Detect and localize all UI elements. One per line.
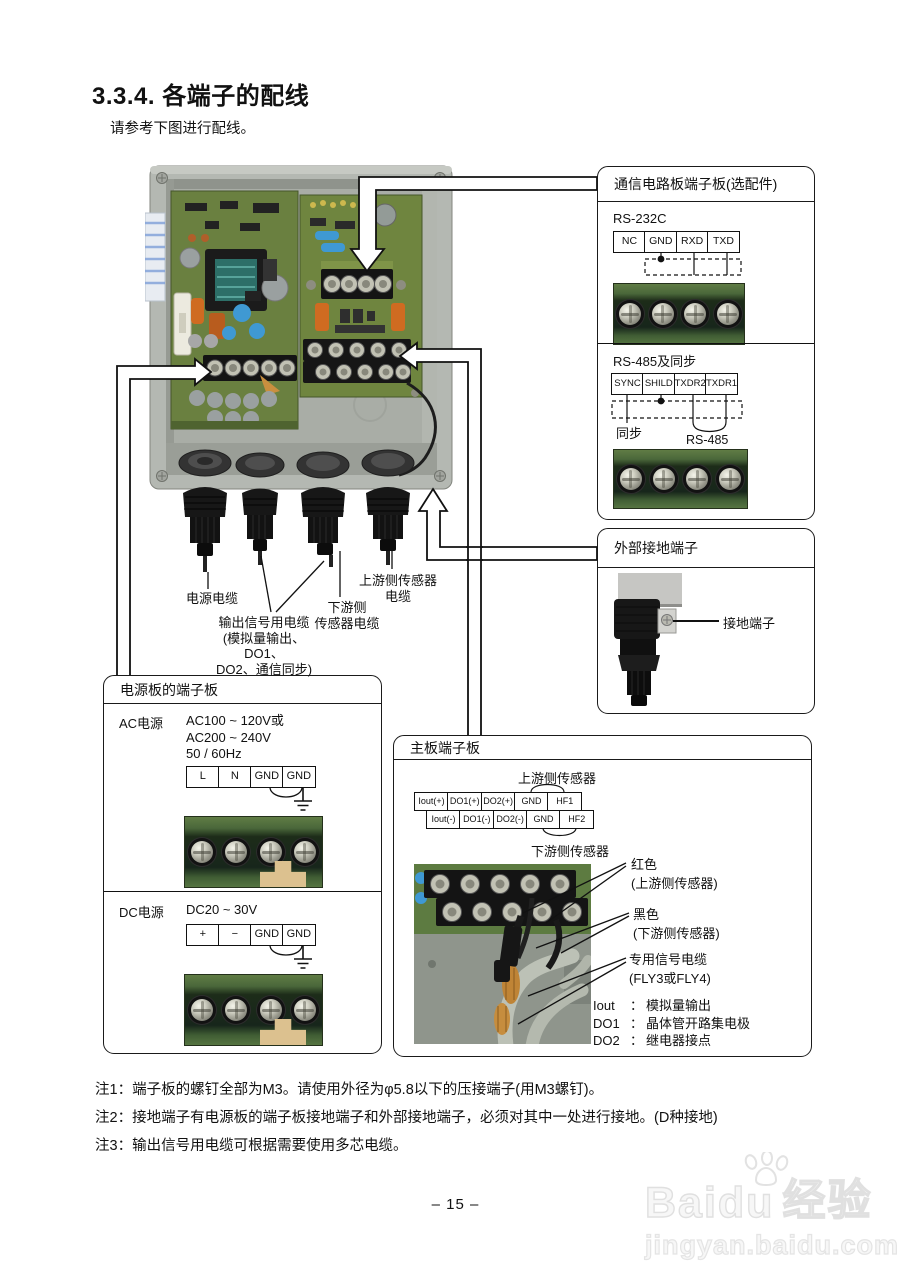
dc-power-label: DC电源 [119,905,164,920]
page-number: – 15 – [431,1196,480,1213]
red-wire-label: 红色 (上游侧传感器) [631,857,718,891]
terminal-cell: L [186,766,220,788]
ac-power-label: AC电源 [119,716,164,731]
black-wire-label: 黑色 (下游侧传感器) [633,907,720,941]
comm-terminal-screws [323,275,392,293]
rs232-wiring-diagram [644,253,742,276]
upstream-arc [530,783,565,792]
terminal-cell: + [186,924,220,946]
downstream-arc [542,828,577,837]
power-terminal-screws [206,359,296,377]
ground-terminal-photo [614,573,682,706]
ground-terminal-panel: 外部接地端子 接地端子 [597,528,815,714]
terminal-cell: DO1(+) [447,792,483,811]
main-terminal-panel: 主板端子板 上游侧传感器 Iout(+) DO1(+) DO2(+) GND H… [393,735,812,1057]
ac-terminal-photo [184,816,323,888]
terminal-cell: TXD [706,231,740,253]
terminal-cell: SYNC [611,373,644,395]
note-3: 注3：输出信号用电缆可根据需要使用多芯电缆。 [95,1138,408,1154]
rs485-terminal-row: SYNC SHILD TXDR2 TXDR1 [611,373,738,395]
baidu-watermark: Baidu 经验 jingyan.baidu.com [644,1152,900,1261]
power-pcb [170,190,299,430]
dc-terminal-photo [184,974,323,1046]
terminal-cell: GND [644,231,678,253]
cable-glands [183,487,410,572]
main-panel-title: 主板端子板 [394,736,811,760]
terminal-cell: TXDR1 [704,373,738,395]
main-pcb [299,194,423,398]
terminal-cell: TXDR2 [673,373,707,395]
notes: 注1：端子板的螺钉全部为M3。请使用外径为φ5.8以下的压接端子(用M3螺钉)。… [95,1076,718,1160]
comm-terminal-panel: 通信电路板端子板(选配件) RS-232C NC GND RXD TXD RS-… [597,166,815,520]
wire-lug [260,1019,306,1045]
upstream-sensor-label: 上游侧传感器 [518,771,597,786]
dc-terminal-row: + − GND GND [186,924,316,946]
terminal-cell: DO2(-) [492,809,528,829]
terminal-cell: GND [525,809,561,829]
terminal-cell: HF1 [547,792,583,811]
legend: Iout ： 模拟量输出 DO1 ： 晶体管开路集电极 DO2 ： 继电器接点 [593,997,750,1050]
watermark-brand-cn: 经验 [782,1176,873,1225]
rs232-photo [613,283,745,345]
legend-row: DO1 ： 晶体管开路集电极 [593,1015,751,1031]
terminal-cell: Iout(-) [426,809,461,829]
terminal-cell: GND [282,924,316,946]
note-2: 注2：接地端子有电源板的端子板接地端子和外部接地端子，必须对其中一处进行接地。(… [95,1110,718,1126]
terminal-cell: GND [250,766,284,788]
ground-pointer-line [673,620,719,622]
ac-ground-symbol [269,788,312,811]
terminal-cell: DO1(-) [459,809,495,829]
rs232-label: RS-232C [613,211,667,226]
wire-lug [260,861,306,887]
terminal-cell: GND [282,766,316,788]
terminal-cell: Iout(+) [414,792,449,811]
section-title: 3.3.4. 各端子的配线 [92,83,310,110]
label-output-cable: 输出信号用电缆 (模拟量输出、DO1、 DO2、通信同步) [215,615,313,677]
terminal-cell: − [218,924,252,946]
paw-icon [744,1152,789,1186]
label-power-cable: 电源电缆 [185,591,238,606]
ac-spec: AC100 ~ 120V或 AC200 ~ 240V 50 / 60Hz [186,713,284,761]
terminal-cell: RXD [675,231,709,253]
intro-text: 请参考下图进行配线。 [110,121,255,137]
note-1: 注1：端子板的螺钉全部为M3。请使用外径为φ5.8以下的压接端子(用M3螺钉)。 [95,1082,604,1098]
rs485-group-label: RS-485 [686,433,729,447]
ground-terminal-label: 接地端子 [723,616,776,631]
power-terminal-panel: 电源板的端子板 AC电源 AC100 ~ 120V或 AC200 ~ 240V … [103,675,382,1054]
watermark-brand: Baidu [644,1178,775,1227]
main-terminal-screws-row1 [307,342,407,358]
rs485-wiring-diagram [611,395,743,433]
main-board-photo [414,864,591,1044]
rs485-label: RS-485及同步 [613,354,697,369]
main-terminal-row2: Iout(-) DO1(-) DO2(-) GND HF2 [426,809,595,829]
power-panel-title: 电源板的端子板 [104,676,381,704]
comm-panel-title: 通信电路板端子板(选配件) [598,167,814,202]
legend-row: DO2 ： 继电器接点 [593,1033,712,1048]
legend-row: Iout ： 模拟量输出 [593,998,712,1013]
rs485-photo [613,449,748,509]
signal-cable-label: 专用信号电缆 (FLY3或FLY4) [629,952,711,986]
rs232-terminal-row: NC GND RXD TXD [613,231,740,253]
terminal-cell: GND [513,792,549,811]
sync-label: 同步 [616,426,643,441]
terminal-cell: HF2 [559,809,595,829]
downstream-sensor-label: 下游侧传感器 [531,844,610,859]
terminal-cell: N [218,766,252,788]
ac-terminal-row: L N GND GND [186,766,316,788]
ribbon-cable [145,212,166,302]
main-terminal-row1: Iout(+) DO1(+) DO2(+) GND HF1 [414,792,583,811]
terminal-cell: DO2(+) [480,792,516,811]
terminal-cell: GND [250,924,284,946]
terminal-cell: NC [613,231,646,253]
label-downstream-cable: 下游侧 传感器电缆 [314,600,380,631]
terminal-cell: SHILD [642,373,676,395]
ground-panel-title: 外部接地端子 [598,529,814,568]
dc-ground-symbol [269,946,312,969]
device-photo [145,165,453,572]
label-upstream-cable: 上游侧传感器 电缆 [358,573,437,604]
watermark-url: jingyan.baidu.com [644,1229,900,1260]
dc-spec: DC20 ~ 30V [186,902,258,917]
